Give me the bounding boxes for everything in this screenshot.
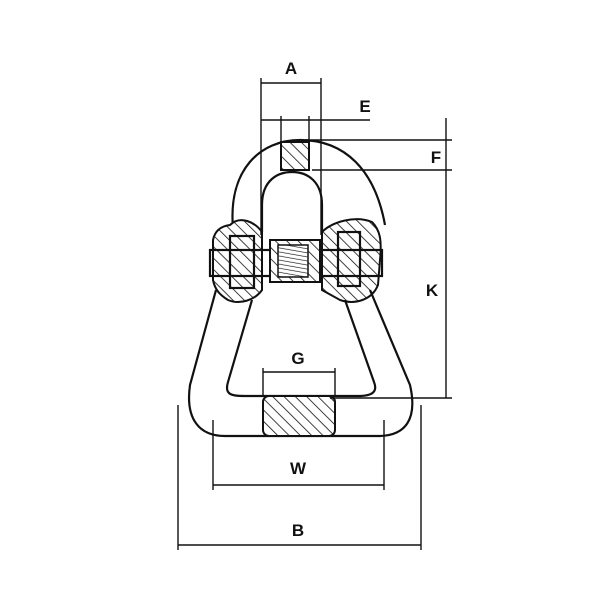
label-a: A [285,59,297,78]
pin-assembly [208,230,384,290]
label-w: W [290,459,307,478]
upper-bow [231,138,387,232]
lower-bar-section [262,395,336,437]
dimension-g: G [262,349,336,396]
label-b: B [292,521,304,540]
dimension-f-k: F K [305,118,452,399]
label-e: E [359,97,370,116]
dimension-a: A [260,59,322,235]
label-g: G [291,349,304,368]
dimension-w: W [212,420,385,490]
dimension-b: B [177,405,422,550]
dimension-e: E [261,97,371,142]
label-k: K [426,281,439,300]
side-lugs [212,218,382,303]
lower-body [187,289,414,438]
label-f: F [431,148,441,167]
thread-section [277,244,309,278]
upper-bow-section [280,141,310,171]
